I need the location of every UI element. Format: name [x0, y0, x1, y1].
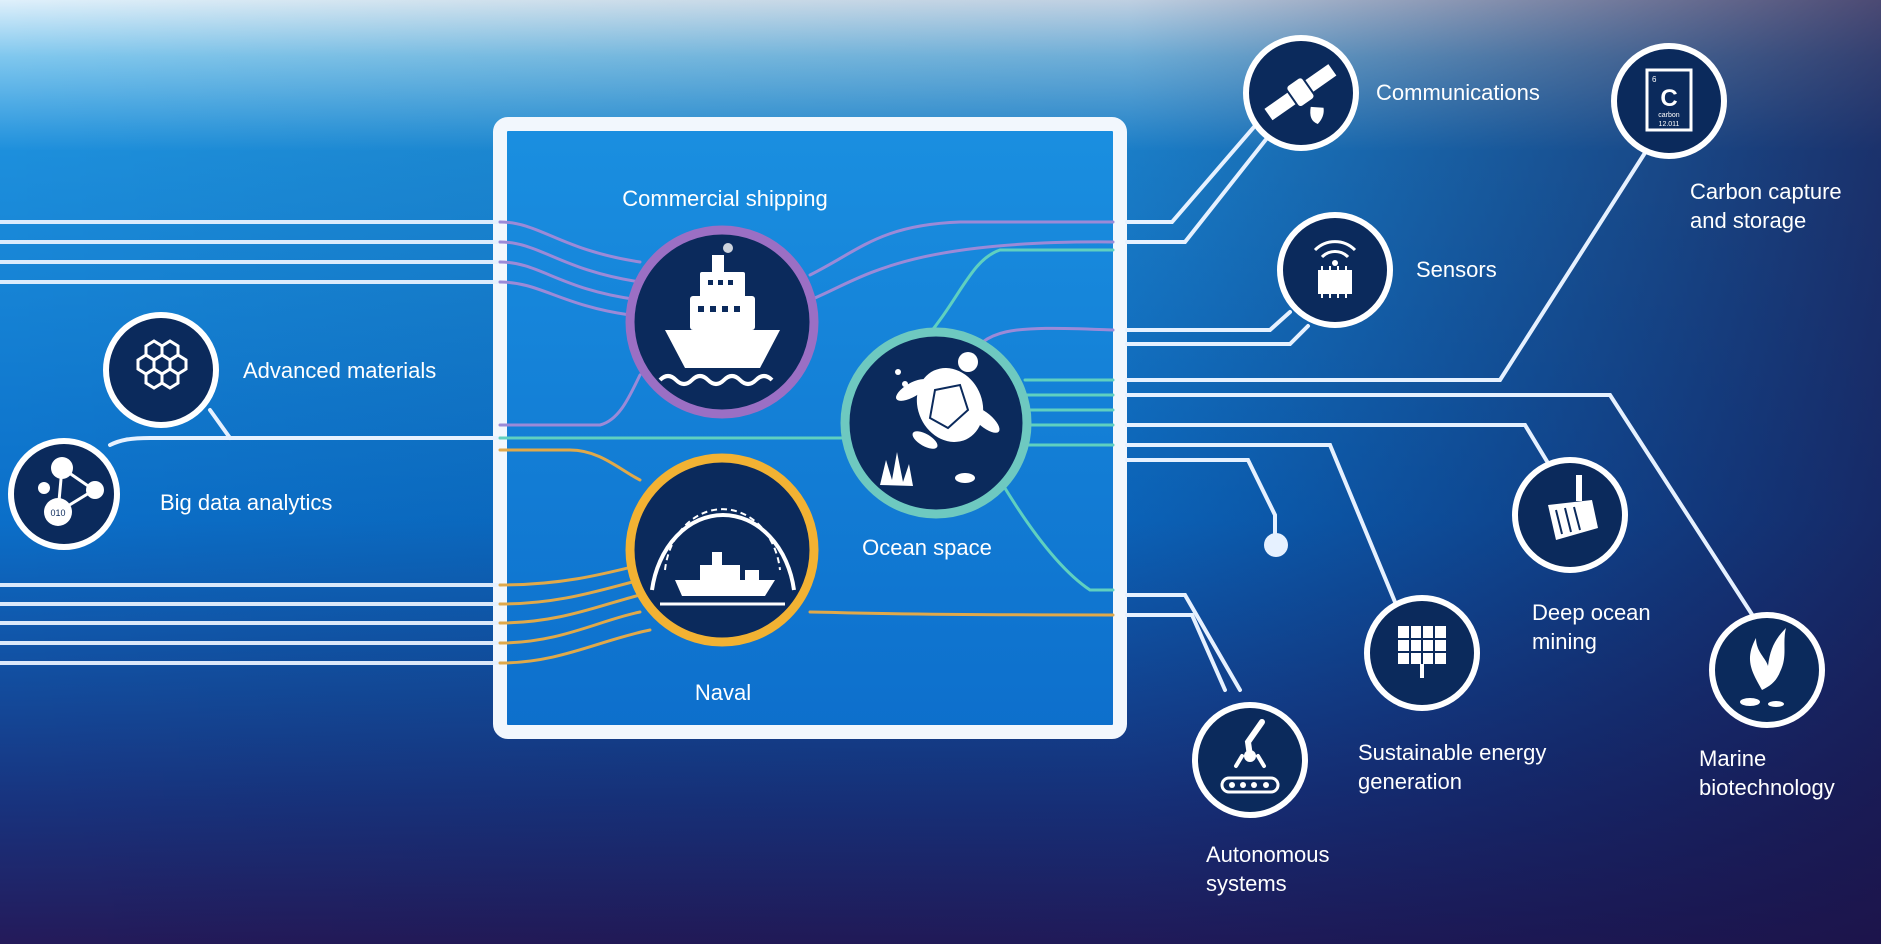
endpoint-dot — [1264, 533, 1288, 557]
advanced-materials-circle — [103, 312, 219, 428]
tech-deep-ocean-mining[interactable] — [1512, 457, 1628, 573]
tech-marine-biotech[interactable] — [1709, 612, 1825, 728]
hub-label-naval: Naval — [695, 680, 751, 705]
satellite-icon — [1264, 64, 1337, 124]
tech-label-sensors: Sensors — [1416, 257, 1497, 282]
tech-autonomous[interactable] — [1192, 702, 1308, 818]
hub-ocean-space[interactable] — [840, 327, 1032, 519]
carbon-element-icon: 6 C carbon 12.011 — [1645, 68, 1693, 132]
hub-label-commercial-shipping: Commercial shipping — [622, 186, 827, 211]
tech-label-marine-biotech-line2: biotechnology — [1699, 775, 1835, 800]
tech-sensors[interactable] — [1277, 212, 1393, 328]
solar-panel-icon — [1398, 626, 1446, 678]
right-connector-lines — [1125, 118, 1777, 692]
tech-label-sustainable-energy-line2: generation — [1358, 769, 1462, 794]
tech-label-autonomous-line2: systems — [1206, 871, 1287, 896]
tech-label-marine-biotech-line1: Marine — [1699, 746, 1766, 771]
tech-label-sustainable-energy-line1: Sustainable energy — [1358, 740, 1546, 765]
tech-label-deep-ocean-mining-line2: mining — [1532, 629, 1597, 654]
tech-sustainable-energy[interactable] — [1364, 595, 1480, 711]
tech-advanced-materials[interactable] — [103, 312, 219, 428]
carbon-atomic-number: 6 — [1652, 75, 1657, 84]
tech-label-advanced-materials: Advanced materials — [243, 358, 436, 383]
hub-label-ocean-space: Ocean space — [862, 535, 992, 560]
carbon-capture-circle — [1611, 43, 1727, 159]
ship-icon — [658, 243, 780, 386]
hub-naval[interactable] — [625, 453, 819, 647]
tech-big-data[interactable]: 010 — [8, 438, 120, 550]
turtle-icon — [880, 352, 1000, 486]
tech-communications[interactable] — [1243, 35, 1359, 151]
robot-arm-icon — [1220, 719, 1280, 794]
seaweed-icon — [1740, 628, 1786, 707]
big-data-circle — [8, 438, 120, 550]
carbon-symbol: C — [1660, 85, 1677, 112]
chip-wifi-icon — [1313, 240, 1357, 298]
tech-label-deep-ocean-mining-line1: Deep ocean — [1532, 600, 1651, 625]
hub-commercial-shipping[interactable] — [625, 225, 819, 419]
warship-dome-icon — [650, 508, 796, 606]
tech-label-communications: Communications — [1376, 80, 1540, 105]
inner-connector-lines — [808, 220, 1115, 617]
naval-circle — [625, 453, 819, 647]
svg-text:010: 010 — [50, 508, 65, 518]
tech-label-carbon-capture-line1: Carbon capture — [1690, 179, 1842, 204]
hexagon-lattice-icon — [136, 339, 188, 390]
carbon-name: carbon — [1658, 112, 1680, 119]
tech-carbon-capture[interactable]: 6 C carbon 12.011 — [1611, 43, 1727, 159]
mining-machine-icon — [1548, 475, 1598, 540]
tech-label-big-data: Big data analytics — [160, 490, 332, 515]
left-connector-lines — [0, 220, 862, 665]
carbon-mass: 12.011 — [1659, 121, 1680, 128]
tech-label-carbon-capture-line2: and storage — [1690, 208, 1806, 233]
data-nodes-icon: 010 — [38, 457, 104, 526]
tech-label-autonomous-line1: Autonomous — [1206, 842, 1330, 867]
